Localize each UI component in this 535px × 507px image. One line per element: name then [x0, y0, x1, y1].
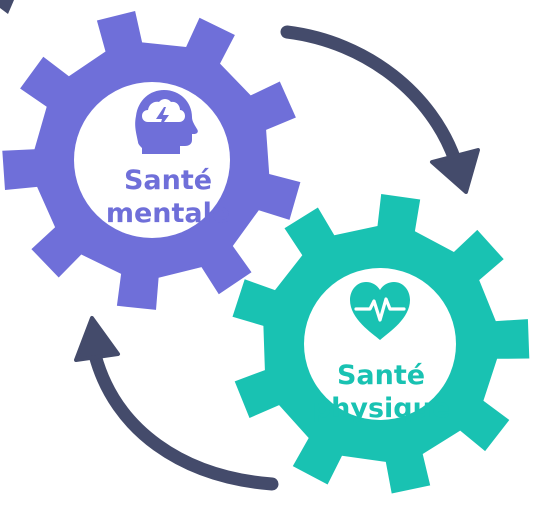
head-storm-icon [135, 90, 198, 154]
gear-physical-label-line1: Santé [337, 360, 425, 391]
gear-mental-label-line1: Santé [124, 165, 212, 196]
heartbeat-icon [350, 282, 410, 340]
corner-arrow-fragment [0, 0, 14, 14]
gear-physical-health-center [304, 268, 456, 420]
gear-physical-label-line2: physique [312, 393, 450, 424]
arrow-physical-to-mental [74, 316, 279, 491]
arrow-mental-to-physical [280, 25, 480, 194]
gear-mental-label-line2: mentale [106, 198, 230, 229]
gear-mental-health: Santé mentale [2, 11, 301, 310]
gear-physical-health: Santé physique [232, 194, 530, 494]
